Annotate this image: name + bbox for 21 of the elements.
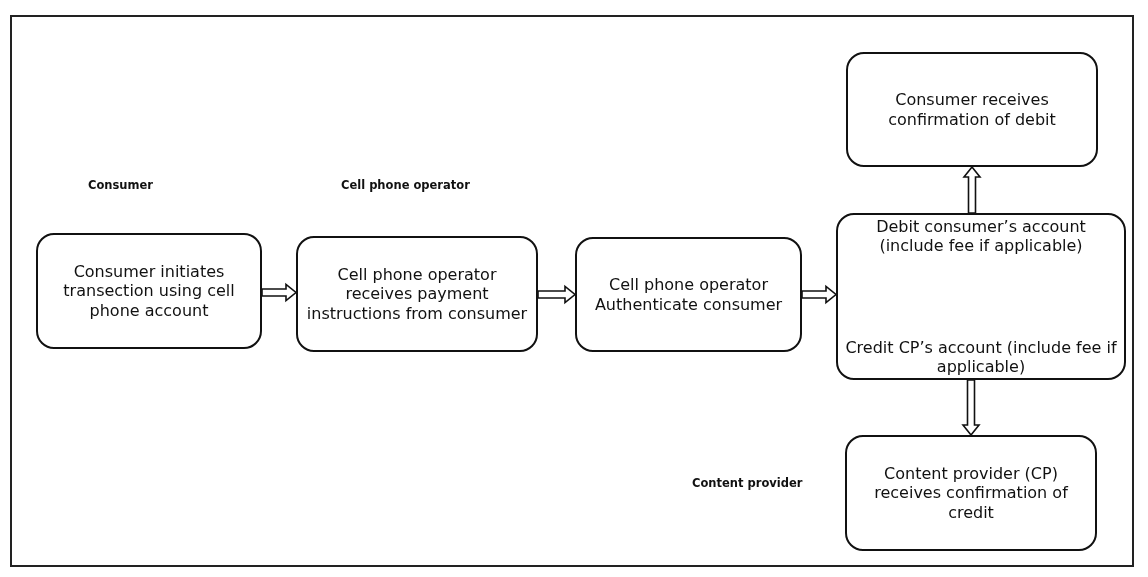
box-text: Credit CP’s account (include fee if applicable) (844, 337, 1118, 376)
box-text: Consumer initiates transection using cell phone account (62, 262, 236, 320)
double-line-arrow (537, 284, 577, 305)
process-box (36, 233, 262, 349)
process-box (296, 236, 538, 352)
process-box (575, 237, 802, 352)
process-box (846, 52, 1098, 167)
box-text: Consumer receives confirmation of debit (887, 90, 1057, 129)
double-line-arrow (261, 282, 298, 303)
process-box (845, 435, 1097, 551)
lane-label: Consumer (88, 178, 153, 192)
box-text: Debit consumer’s account (include fee if applicable) (875, 217, 1087, 256)
process-box (836, 213, 1126, 380)
box-text: Cell phone operator receives payment instructions from consumer (305, 265, 529, 323)
lane-label: Cell phone operator (341, 178, 470, 192)
double-line-arrow (961, 379, 981, 437)
double-line-arrow (801, 284, 838, 305)
double-line-arrow (962, 165, 982, 214)
box-text: Cell phone operator Authenticate consumer (593, 275, 784, 314)
box-text: Content provider (CP) receives confirmation of credit (873, 464, 1070, 522)
lane-label: Content provider (692, 476, 803, 490)
